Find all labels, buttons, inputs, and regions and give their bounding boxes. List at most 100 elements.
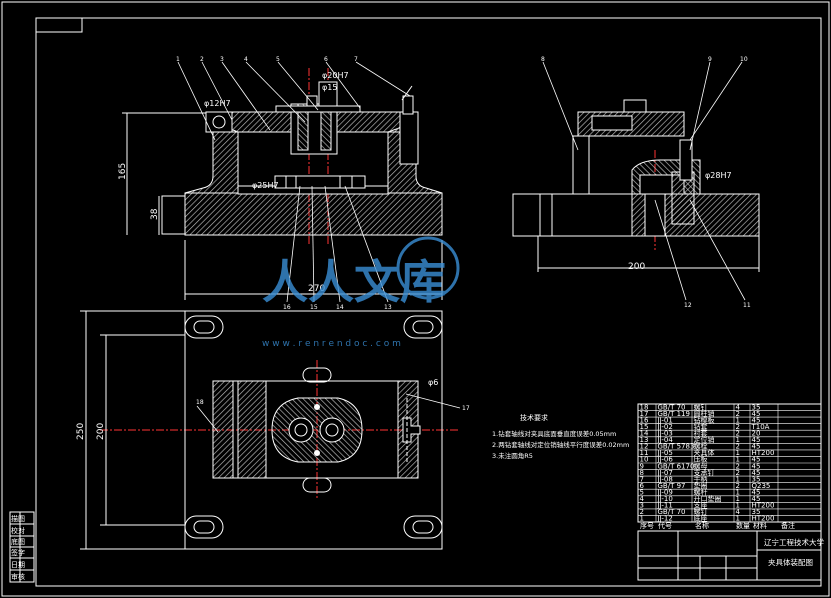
part-callout: 17: [462, 405, 470, 412]
bom-cell: 35: [752, 508, 761, 516]
watermark: 人人文库 w w w . r e n r e n d o c . c o m: [262, 236, 460, 349]
drawing-name: 夹具体装配图: [768, 557, 813, 567]
part-callout: 3: [220, 56, 224, 63]
part-callout: 9: [708, 56, 712, 63]
bom-cell: 2: [736, 482, 740, 490]
dim-front-width: 270: [308, 284, 325, 294]
bom-cell: JJ-09: [657, 488, 673, 496]
bom-cell: 20: [752, 429, 761, 437]
part-callout: 18: [196, 399, 204, 406]
dim-front-base: 38: [150, 208, 160, 220]
bom-cell: 45: [752, 410, 761, 418]
notes-item: 1.钻套轴线对夹具底面垂直度误差0.05mm: [492, 429, 616, 438]
strip-label: 底图: [11, 537, 25, 546]
dim-plan-height: 250: [76, 423, 86, 440]
bom-header: 备注: [781, 521, 795, 530]
strip-label: 签字: [11, 548, 25, 557]
dim-side-width: 200: [628, 262, 645, 272]
bom-cell: 1: [736, 515, 740, 523]
strip-label: 描图: [11, 514, 25, 523]
bom-cell: 45: [752, 416, 761, 424]
bom-cell: JJ-02: [657, 423, 673, 431]
bom-cell: 5: [640, 488, 644, 496]
bom-cell: 13: [640, 436, 649, 444]
bom-cell: 14: [640, 429, 649, 437]
front-view: 165 38 270 φ20H7 φ15 φ12H7 φ25H7 1 2 3 4…: [118, 56, 443, 311]
bom-cell: 9: [640, 462, 644, 470]
bom-cell: 1: [640, 515, 644, 523]
plan-view: 250 200 φ6 17 18: [76, 310, 470, 550]
dim-plan-dia: φ6: [428, 378, 438, 387]
part-callout: 5: [276, 56, 280, 63]
bom-cell: 钻套: [694, 422, 708, 431]
bom-cell: 45: [752, 456, 761, 464]
bom-cell: 1: [736, 456, 740, 464]
bom-cell: 7: [640, 475, 644, 483]
dim-side-dia: φ28H7: [705, 171, 732, 180]
bom-header: 序号: [640, 521, 654, 530]
bom-cell: GB/T 97: [658, 482, 686, 490]
watermark-logo: 人人文库: [262, 255, 446, 309]
title-block: 辽宁工程技术大学 夹具体装配图: [637, 530, 824, 581]
bom-cell: 支承钉: [694, 468, 715, 477]
part-callout: 12: [684, 302, 692, 309]
part-callout: 8: [541, 56, 545, 63]
bom-cell: GB/T 70: [658, 508, 686, 516]
bom-cell: 衬套: [694, 428, 708, 437]
bom-header: 材料: [753, 521, 767, 530]
dim-front-height: 165: [118, 163, 128, 180]
part-callout: 7: [354, 56, 358, 63]
bom-cell: 压板: [694, 455, 708, 464]
bom-cell: JJ-03: [657, 429, 673, 437]
bom-cell: 17: [640, 410, 649, 418]
bom-cell: 螺钉: [694, 507, 708, 516]
watermark-url: w w w . r e n r e n d o c . c o m: [262, 339, 401, 349]
bom-cell: JJ-05: [657, 449, 673, 457]
part-callout: 15: [310, 304, 318, 311]
bom-cell: JJ-01: [657, 416, 673, 424]
bom-cell: 11: [640, 449, 649, 457]
bom-cell: 1: [736, 502, 740, 510]
bom-cell: 螺杆: [694, 487, 708, 496]
bom-cell: 2: [736, 443, 740, 451]
bom-cell: 8: [640, 469, 644, 477]
bom-header: 代号: [658, 521, 672, 530]
bom-cell: 定位销: [694, 435, 715, 444]
bom-cell: 1: [736, 488, 740, 496]
bom-cell: 45: [752, 443, 761, 451]
bom-cell: 45: [752, 462, 761, 470]
bom-cell: 16: [640, 416, 649, 424]
bom-cell: 夹具体: [694, 448, 715, 457]
bom-cell: 螺栓: [694, 442, 708, 451]
bom-cell: HT200: [752, 449, 775, 457]
bom-cell: 2: [736, 423, 740, 431]
bom-cell: 1: [736, 416, 740, 424]
bom-cell: 2: [736, 410, 740, 418]
bom-cell: 螺钉: [694, 402, 708, 411]
bom-cell: JJ-11: [657, 502, 673, 510]
part-callout: 2: [200, 56, 204, 63]
bom-cell: 1: [736, 495, 740, 503]
dim-dia-top: φ20H7: [322, 71, 349, 80]
bom-cell: 45: [752, 469, 761, 477]
dim-dia-12: φ12H7: [204, 99, 231, 108]
bom-cell: 10: [640, 456, 649, 464]
bom-header: 数量: [736, 521, 750, 530]
bom-cell: HT200: [752, 502, 775, 510]
strip-label: 日期: [11, 561, 25, 569]
bom-cell: 垫圈: [694, 481, 708, 490]
bom-cell: 圆柱销: [694, 409, 715, 418]
part-callout: 16: [283, 304, 291, 311]
part-callout: 6: [324, 56, 328, 63]
bom-cell: 4: [640, 495, 645, 503]
left-stamp-strip: 描图 校对 底图 签字 日期 审核: [9, 511, 35, 583]
strip-label: 审核: [11, 572, 25, 581]
bom-cell: 45: [752, 436, 761, 444]
dim-plan-inner: 200: [96, 423, 106, 440]
bom-cell: 2: [736, 429, 740, 437]
bom-cell: 4: [736, 403, 741, 411]
bom-cell: 2: [640, 508, 644, 516]
notes-title: 技术要求: [520, 413, 548, 422]
bom-cell: 6: [640, 482, 645, 490]
